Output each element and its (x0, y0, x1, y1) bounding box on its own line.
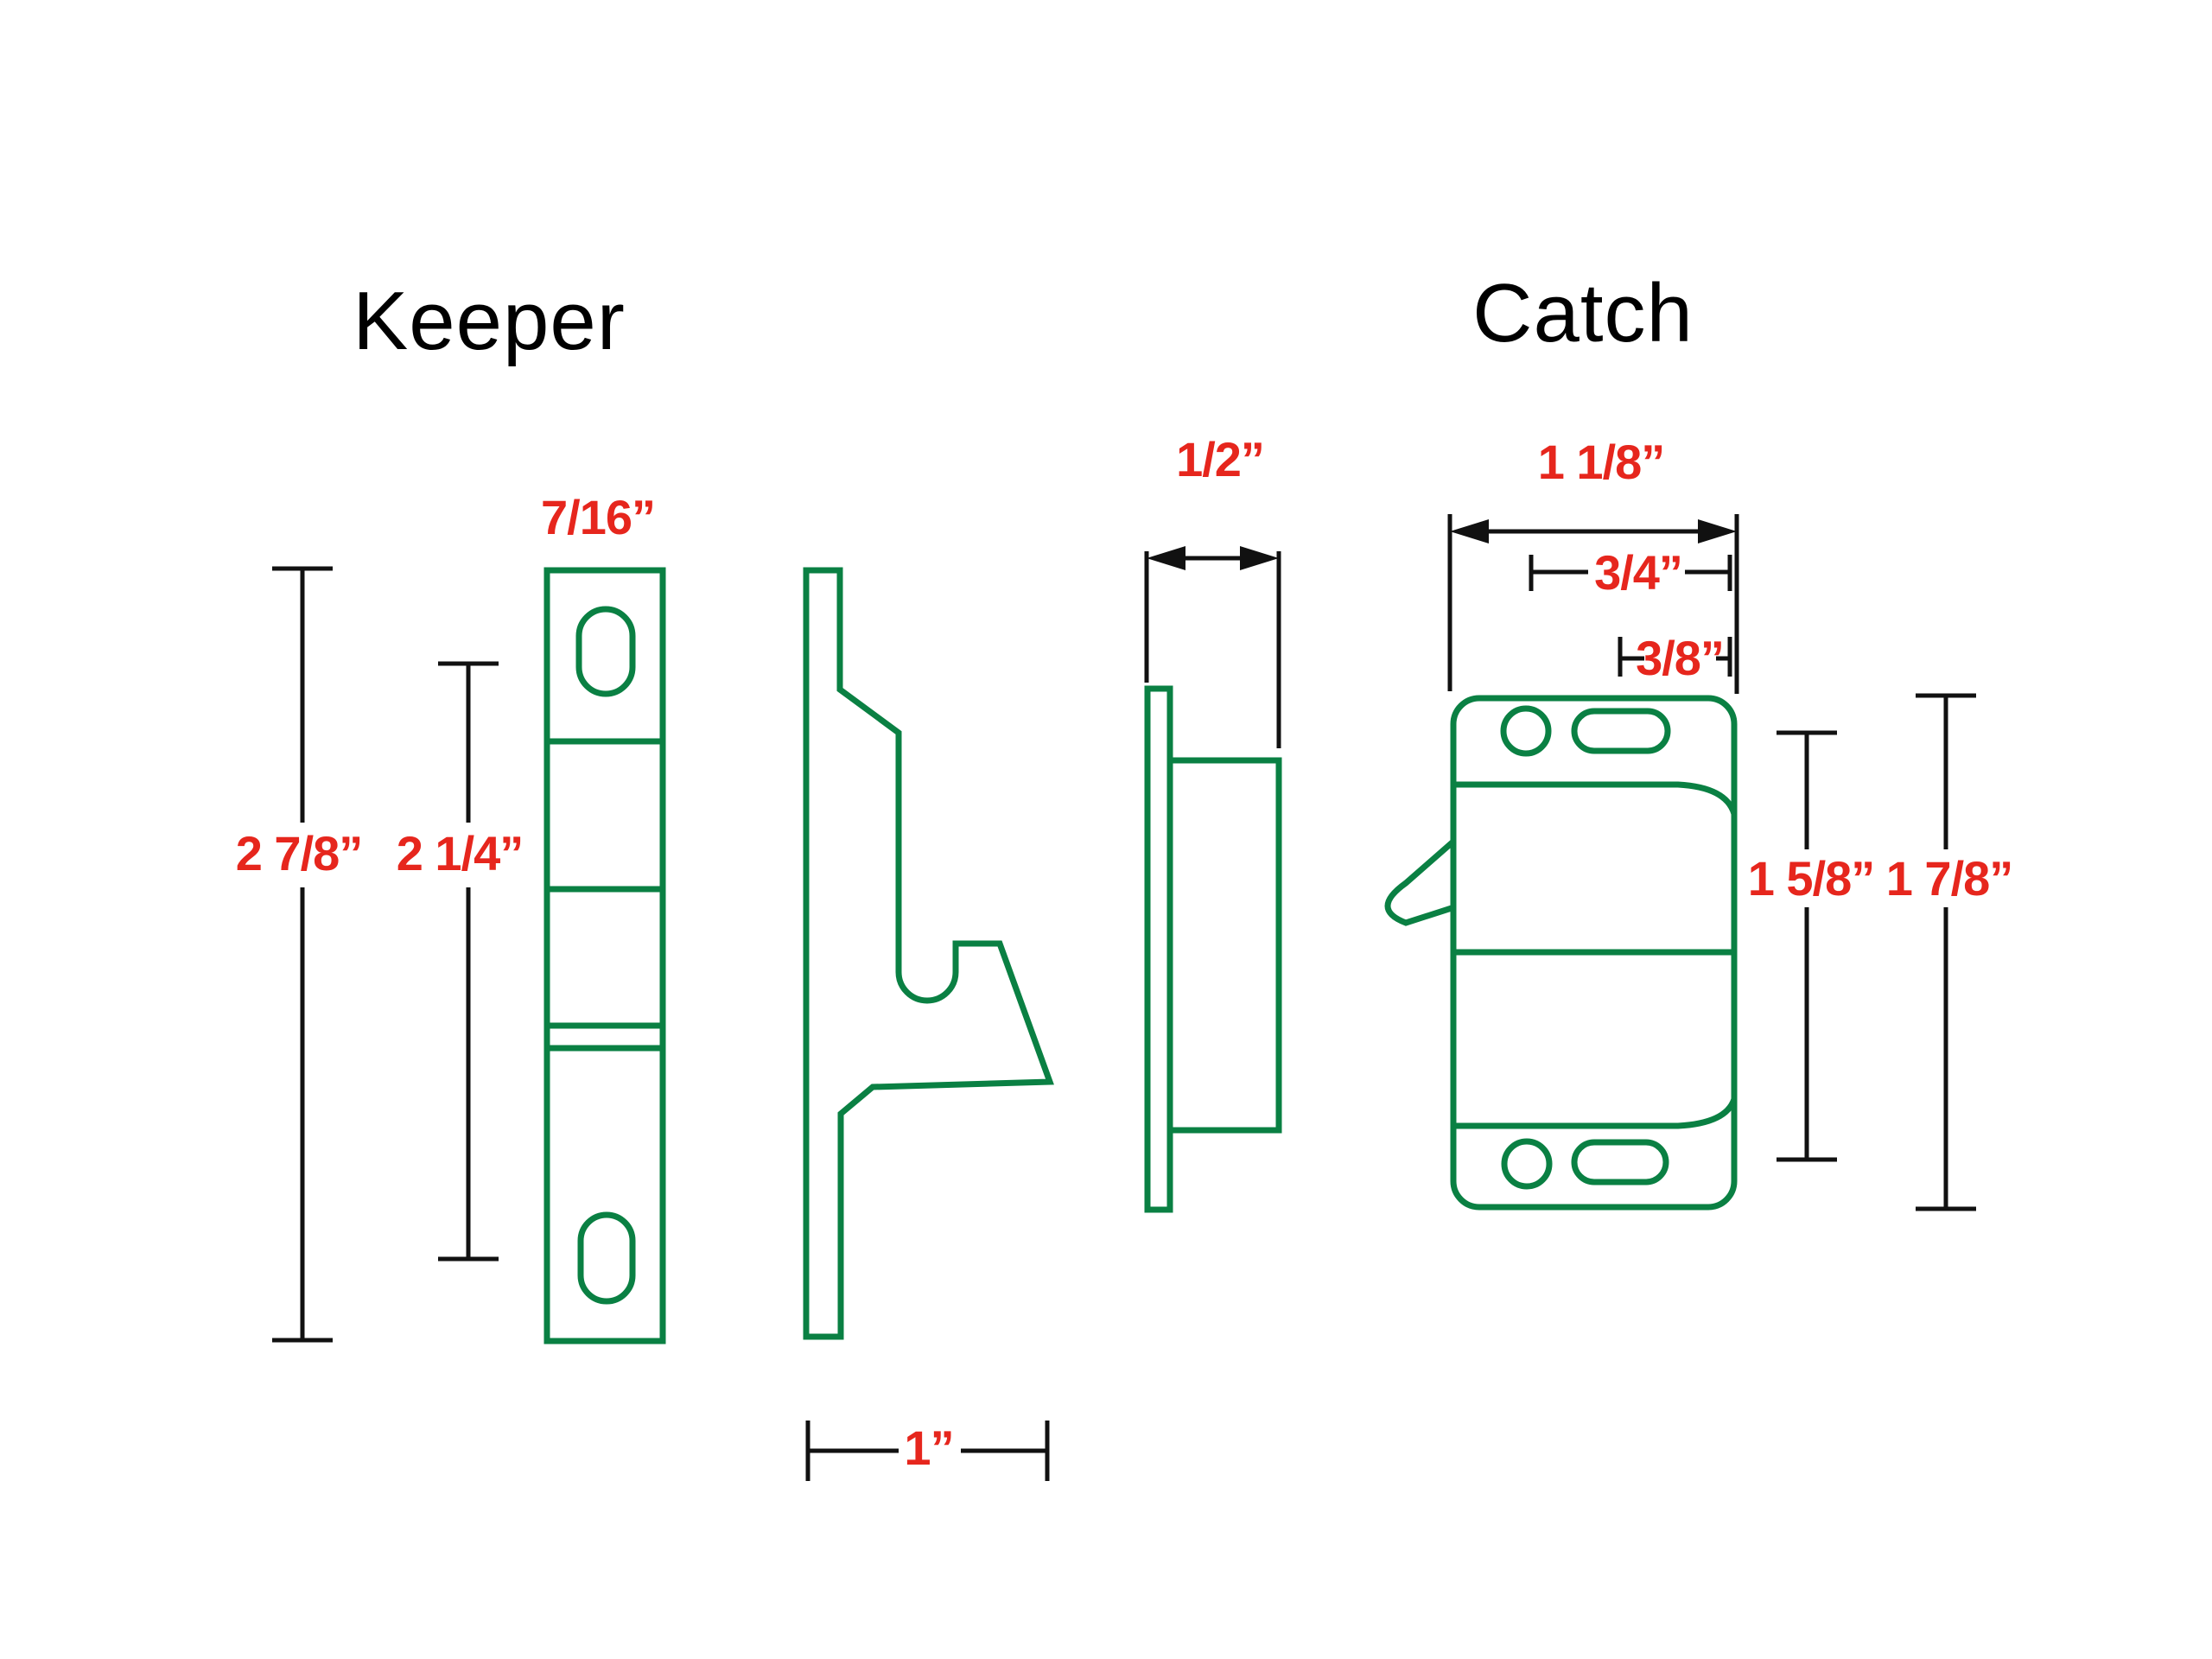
catch-side-view (1144, 685, 1282, 1213)
catch-bottom-screw-hole (1501, 1138, 1553, 1190)
catch-width-inner-label: 3/8” (1636, 631, 1725, 685)
arrow-left-icon (1147, 546, 1185, 570)
keeper-depth-label: 1” (904, 1421, 954, 1475)
keeper-title: Keeper (353, 275, 626, 367)
catch-dim-1-5-8 (1777, 730, 1837, 1162)
keeper-height-outer-label: 2 7/8” (235, 826, 364, 880)
keeper-side-profile (803, 567, 1054, 1340)
catch-depth-label: 1/2” (1176, 432, 1265, 486)
keeper-side-view (803, 567, 1054, 1340)
catch-top-screw-slot (1571, 708, 1671, 754)
catch-body-bottom-line (1453, 1097, 1738, 1129)
keeper-top-screw-slot (575, 606, 636, 697)
catch-side-body-box (1166, 757, 1282, 1134)
keeper-front-view (543, 567, 666, 1344)
catch-top-screw-hole (1500, 705, 1552, 757)
keeper-dim-2-7-8 (272, 566, 333, 1343)
keeper-bottom-screw-slot (577, 1211, 636, 1305)
keeper-dim-2-1-4 (438, 661, 499, 1262)
catch-height-outer-label: 1 7/8” (1885, 851, 2014, 906)
catch-dim-3-8 (1618, 637, 1732, 677)
arrow-right-icon (1240, 546, 1279, 570)
keeper-front-plate-outline (543, 567, 666, 1344)
catch-side-mount-plate (1144, 685, 1173, 1213)
catch-body-top-line (1453, 781, 1738, 816)
keeper-width-label: 7/16” (541, 490, 656, 544)
catch-width-mid-label: 3/4” (1594, 545, 1683, 600)
catch-dim-1-7-8 (1916, 693, 1976, 1211)
catch-bottom-screw-slot (1571, 1139, 1669, 1185)
catch-width-outer-label: 1 1/8” (1537, 435, 1666, 489)
catch-dim-1-1-8 (1447, 514, 1739, 694)
arrow-left-icon (1450, 519, 1489, 543)
arrow-right-icon (1698, 519, 1737, 543)
catch-height-inner-label: 1 5/8” (1747, 851, 1876, 906)
keeper-height-inner-label: 2 1/4” (396, 826, 524, 880)
catch-dim-1-2 (1144, 546, 1281, 748)
catch-latch-hook (1384, 838, 1457, 926)
catch-title: Catch (1472, 267, 1694, 359)
catch-dim-3-4 (1529, 555, 1732, 591)
keeper-dim-1in (805, 1421, 1050, 1481)
catch-front-view (1384, 695, 1738, 1211)
